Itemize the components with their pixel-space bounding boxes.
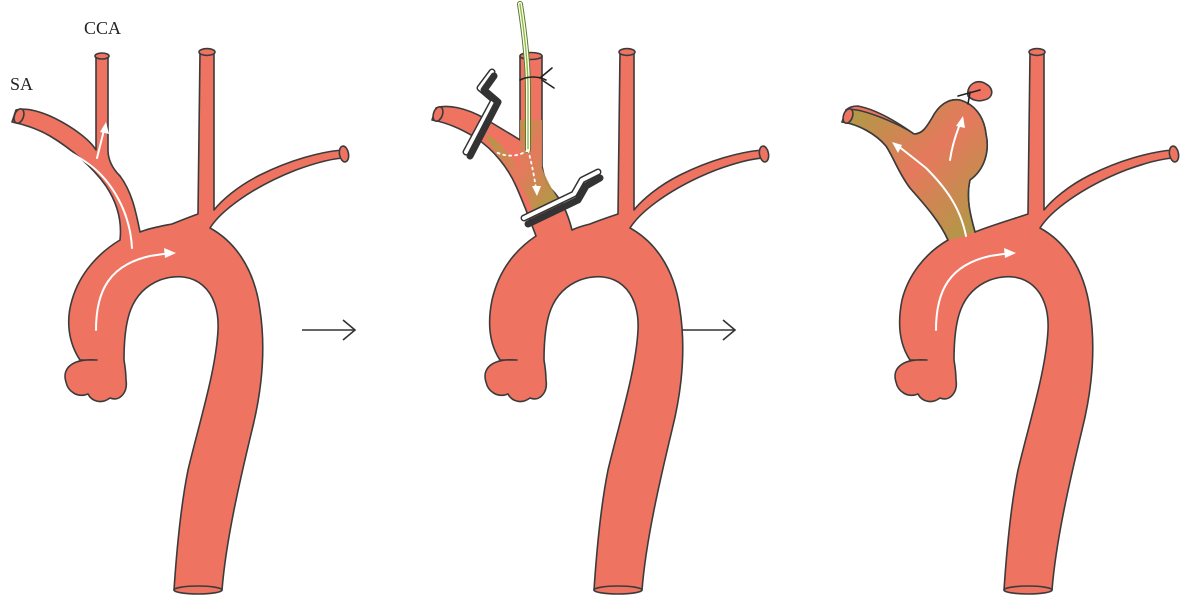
aortic-arch (12, 52, 346, 590)
innominate-opening (199, 49, 215, 56)
innominate-opening (1029, 49, 1045, 56)
ligated-stump (968, 82, 992, 101)
panel-baseline (12, 49, 350, 594)
step-arrow-icon (302, 320, 355, 340)
sa-label: SA (10, 75, 33, 93)
arrow-head (52, 142, 62, 153)
left-subclavian-opening (758, 145, 770, 162)
infused-segment (842, 100, 987, 240)
innominate-opening (619, 49, 635, 56)
left-subclavian-opening (338, 145, 350, 162)
descending-aorta-end (1004, 586, 1052, 594)
panel-clamped-infusion (431, 4, 770, 594)
descending-aorta-end (174, 586, 222, 594)
step-arrow-icon (682, 320, 735, 340)
cca-opening (95, 53, 109, 59)
descending-aorta-end (594, 586, 642, 594)
panel-reperfused (841, 49, 1180, 594)
left-subclavian-opening (1168, 145, 1180, 162)
cca-label: CCA (84, 19, 121, 37)
